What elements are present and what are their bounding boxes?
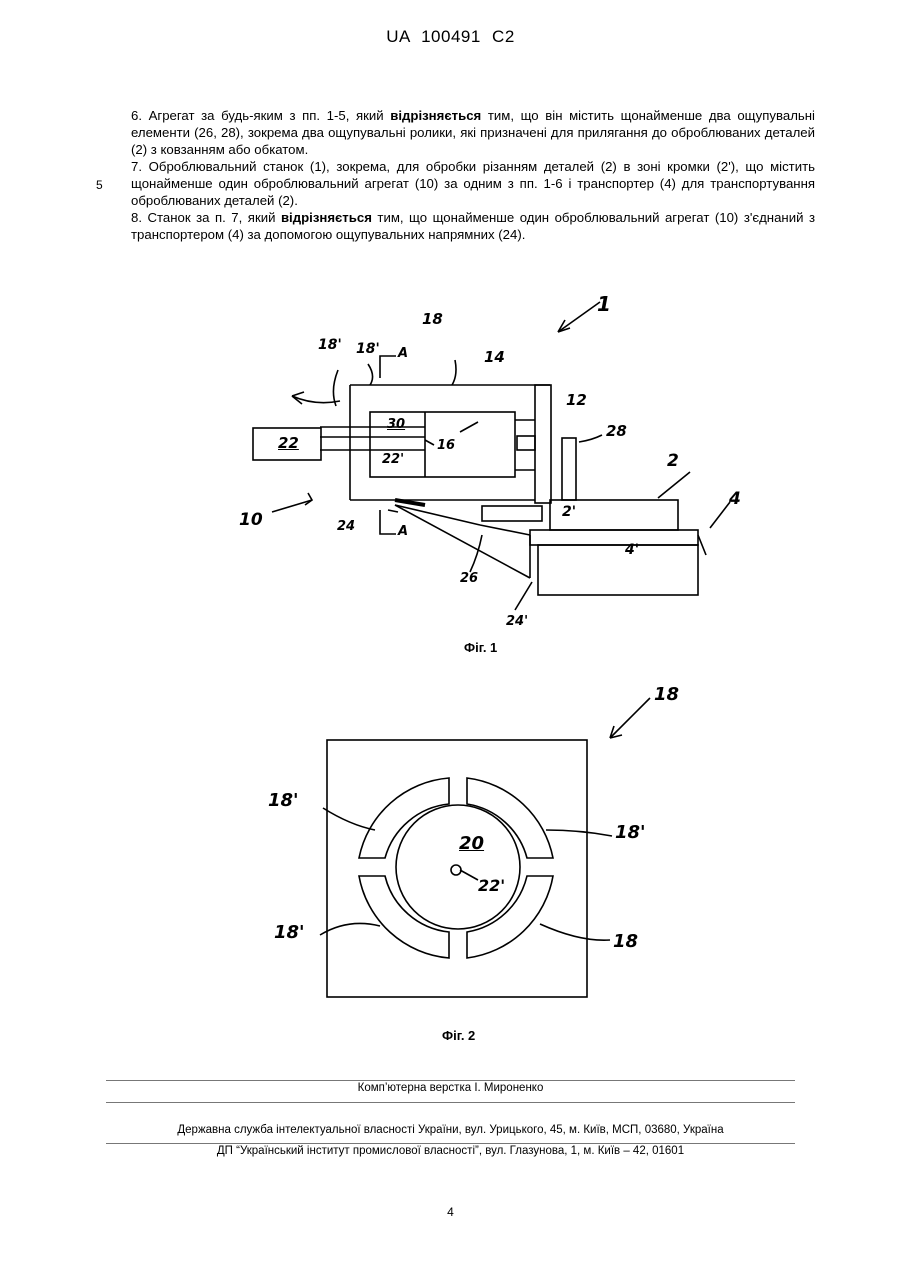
label-12: 12 [566,391,587,409]
footer-institute: ДП “Український інститут промислової вла… [0,1145,901,1157]
label-A-top: A [398,346,408,361]
patent-number-header: UA 100491 C2 [0,27,901,47]
figure-1-drawing [220,280,740,650]
plate-12 [535,385,551,503]
label-24: 24 [337,519,355,534]
line-number: 5 [96,178,103,192]
claim-6: 6. Агрегат за будь-яким з пп. 1-5, який … [131,107,815,158]
label-18-prime-left: 18' [318,337,342,353]
conveyor-top [530,530,698,545]
square-frame [327,740,587,997]
footer-service: Державна служба інтелектуальної власност… [0,1124,901,1136]
label-26: 26 [460,571,478,586]
claim-6-keyword: відрізняється [390,108,481,123]
claim-8-intro: 8. Станок за п. 7, який [131,210,281,225]
claim-8: 8. Станок за п. 7, який відрізняється ти… [131,209,815,243]
label-18-prime: 18' [356,341,380,357]
label-30: 30 [387,417,405,432]
fig2-label-20: 20 [459,833,484,854]
label-16: 16 [437,438,455,453]
claim-8-keyword: відрізняється [281,210,372,225]
figure-1-caption: Фiг. 1 [464,640,497,655]
label-4: 4 [729,489,741,509]
figure-2-caption: Фiг. 2 [442,1028,475,1043]
label-28: 28 [606,422,627,440]
ring-segment-top-left [359,778,449,858]
footer-rule-2 [106,1102,795,1103]
ring-segment-bottom-left [359,876,449,958]
claim-7: 7. Оброблювальний станок (1), зокрема, д… [131,158,815,209]
center-point [451,865,461,875]
claims-text: 6. Агрегат за будь-яким з пп. 1-5, який … [131,107,815,243]
fig2-label-18-prime-tl: 18' [268,790,299,811]
label-22-prime: 22' [382,452,404,467]
label-2-prime: 2' [562,504,576,520]
label-10: 10 [239,510,263,530]
label-4-prime: 4' [625,542,639,558]
fig2-label-22-prime: 22' [478,876,505,895]
fig2-label-18-prime-bl: 18' [274,922,305,943]
conveyor-4 [538,545,698,595]
claim-6-intro: 6. Агрегат за будь-яким з пп. 1-5, який [131,108,390,123]
footer-rule-1 [106,1080,795,1081]
footer-layout-credit: Комп’ютерна верстка І. Мироненко [0,1082,901,1094]
roller-28 [562,438,576,500]
label-2: 2 [667,451,679,471]
footer-rule-3 [106,1143,795,1144]
label-24-prime: 24' [506,614,528,629]
label-18: 18 [422,310,443,328]
label-14: 14 [484,348,505,366]
label-22: 22 [278,434,299,452]
fig2-label-18-br: 18 [613,931,638,952]
fig2-label-18-prime-tr: 18' [615,822,646,843]
fig2-label-18-top: 18 [654,684,679,705]
page-number: 4 [0,1205,901,1219]
label-A-bottom: A [398,524,408,539]
label-1: 1 [597,292,611,316]
inner-circle-20 [396,805,520,929]
